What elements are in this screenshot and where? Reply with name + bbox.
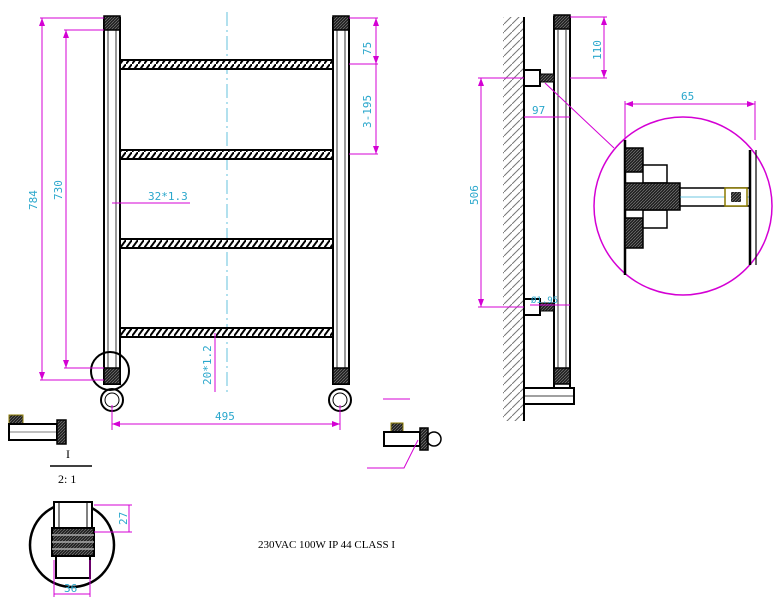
floor-foot (523, 387, 575, 405)
detail-label-letter: I (66, 447, 70, 461)
cross-bars (119, 59, 334, 338)
dim-bar-spec: 32*1.3 (148, 190, 188, 203)
dim-side-bracket-spacing: 506 (468, 185, 481, 205)
enlarged-bracket-detail: 65 (593, 90, 773, 296)
detail-label: I 2: 1 (50, 447, 92, 486)
dim-detail-bracket-width: 65 (681, 90, 694, 103)
dim-rail-spec: 20*1.2 (201, 345, 214, 385)
dim-inner-height: 730 (52, 180, 65, 200)
dim-bar-pitch: 3-195 (361, 95, 374, 128)
wall-hatching (503, 17, 524, 421)
front-dimension-arrows (39, 18, 379, 427)
dim-overall-height: 784 (27, 190, 40, 210)
dim-detail-width: 36 (64, 582, 77, 595)
side-view: 110 506 97 Ø1.95 (468, 14, 615, 421)
dim-top-offset: 75 (361, 42, 374, 55)
detail-label-scale: 2: 1 (58, 472, 76, 486)
dim-side-bracket-dia: Ø1.95 (531, 295, 558, 306)
right-rail (328, 15, 352, 412)
end-cap-detail-right (367, 398, 442, 469)
electrical-rating-note: 230VAC 100W IP 44 CLASS I (258, 539, 395, 551)
wall-bracket-top (523, 69, 555, 87)
dim-overall-width: 495 (215, 410, 235, 423)
end-cap-detail-left (8, 414, 67, 445)
dim-side-bracket-offset: 97 (532, 104, 545, 117)
front-view: 784 730 75 3-195 32*1.3 20*1.2 495 (27, 12, 379, 430)
detail-callout-circle (90, 351, 130, 391)
dim-detail-height: 27 (117, 512, 130, 525)
enlarged-detail-fitting: 27 36 (28, 501, 132, 597)
dim-side-top-offset: 110 (591, 40, 604, 60)
wall-bracket-bottom (523, 298, 555, 316)
front-dimensions (40, 17, 378, 430)
